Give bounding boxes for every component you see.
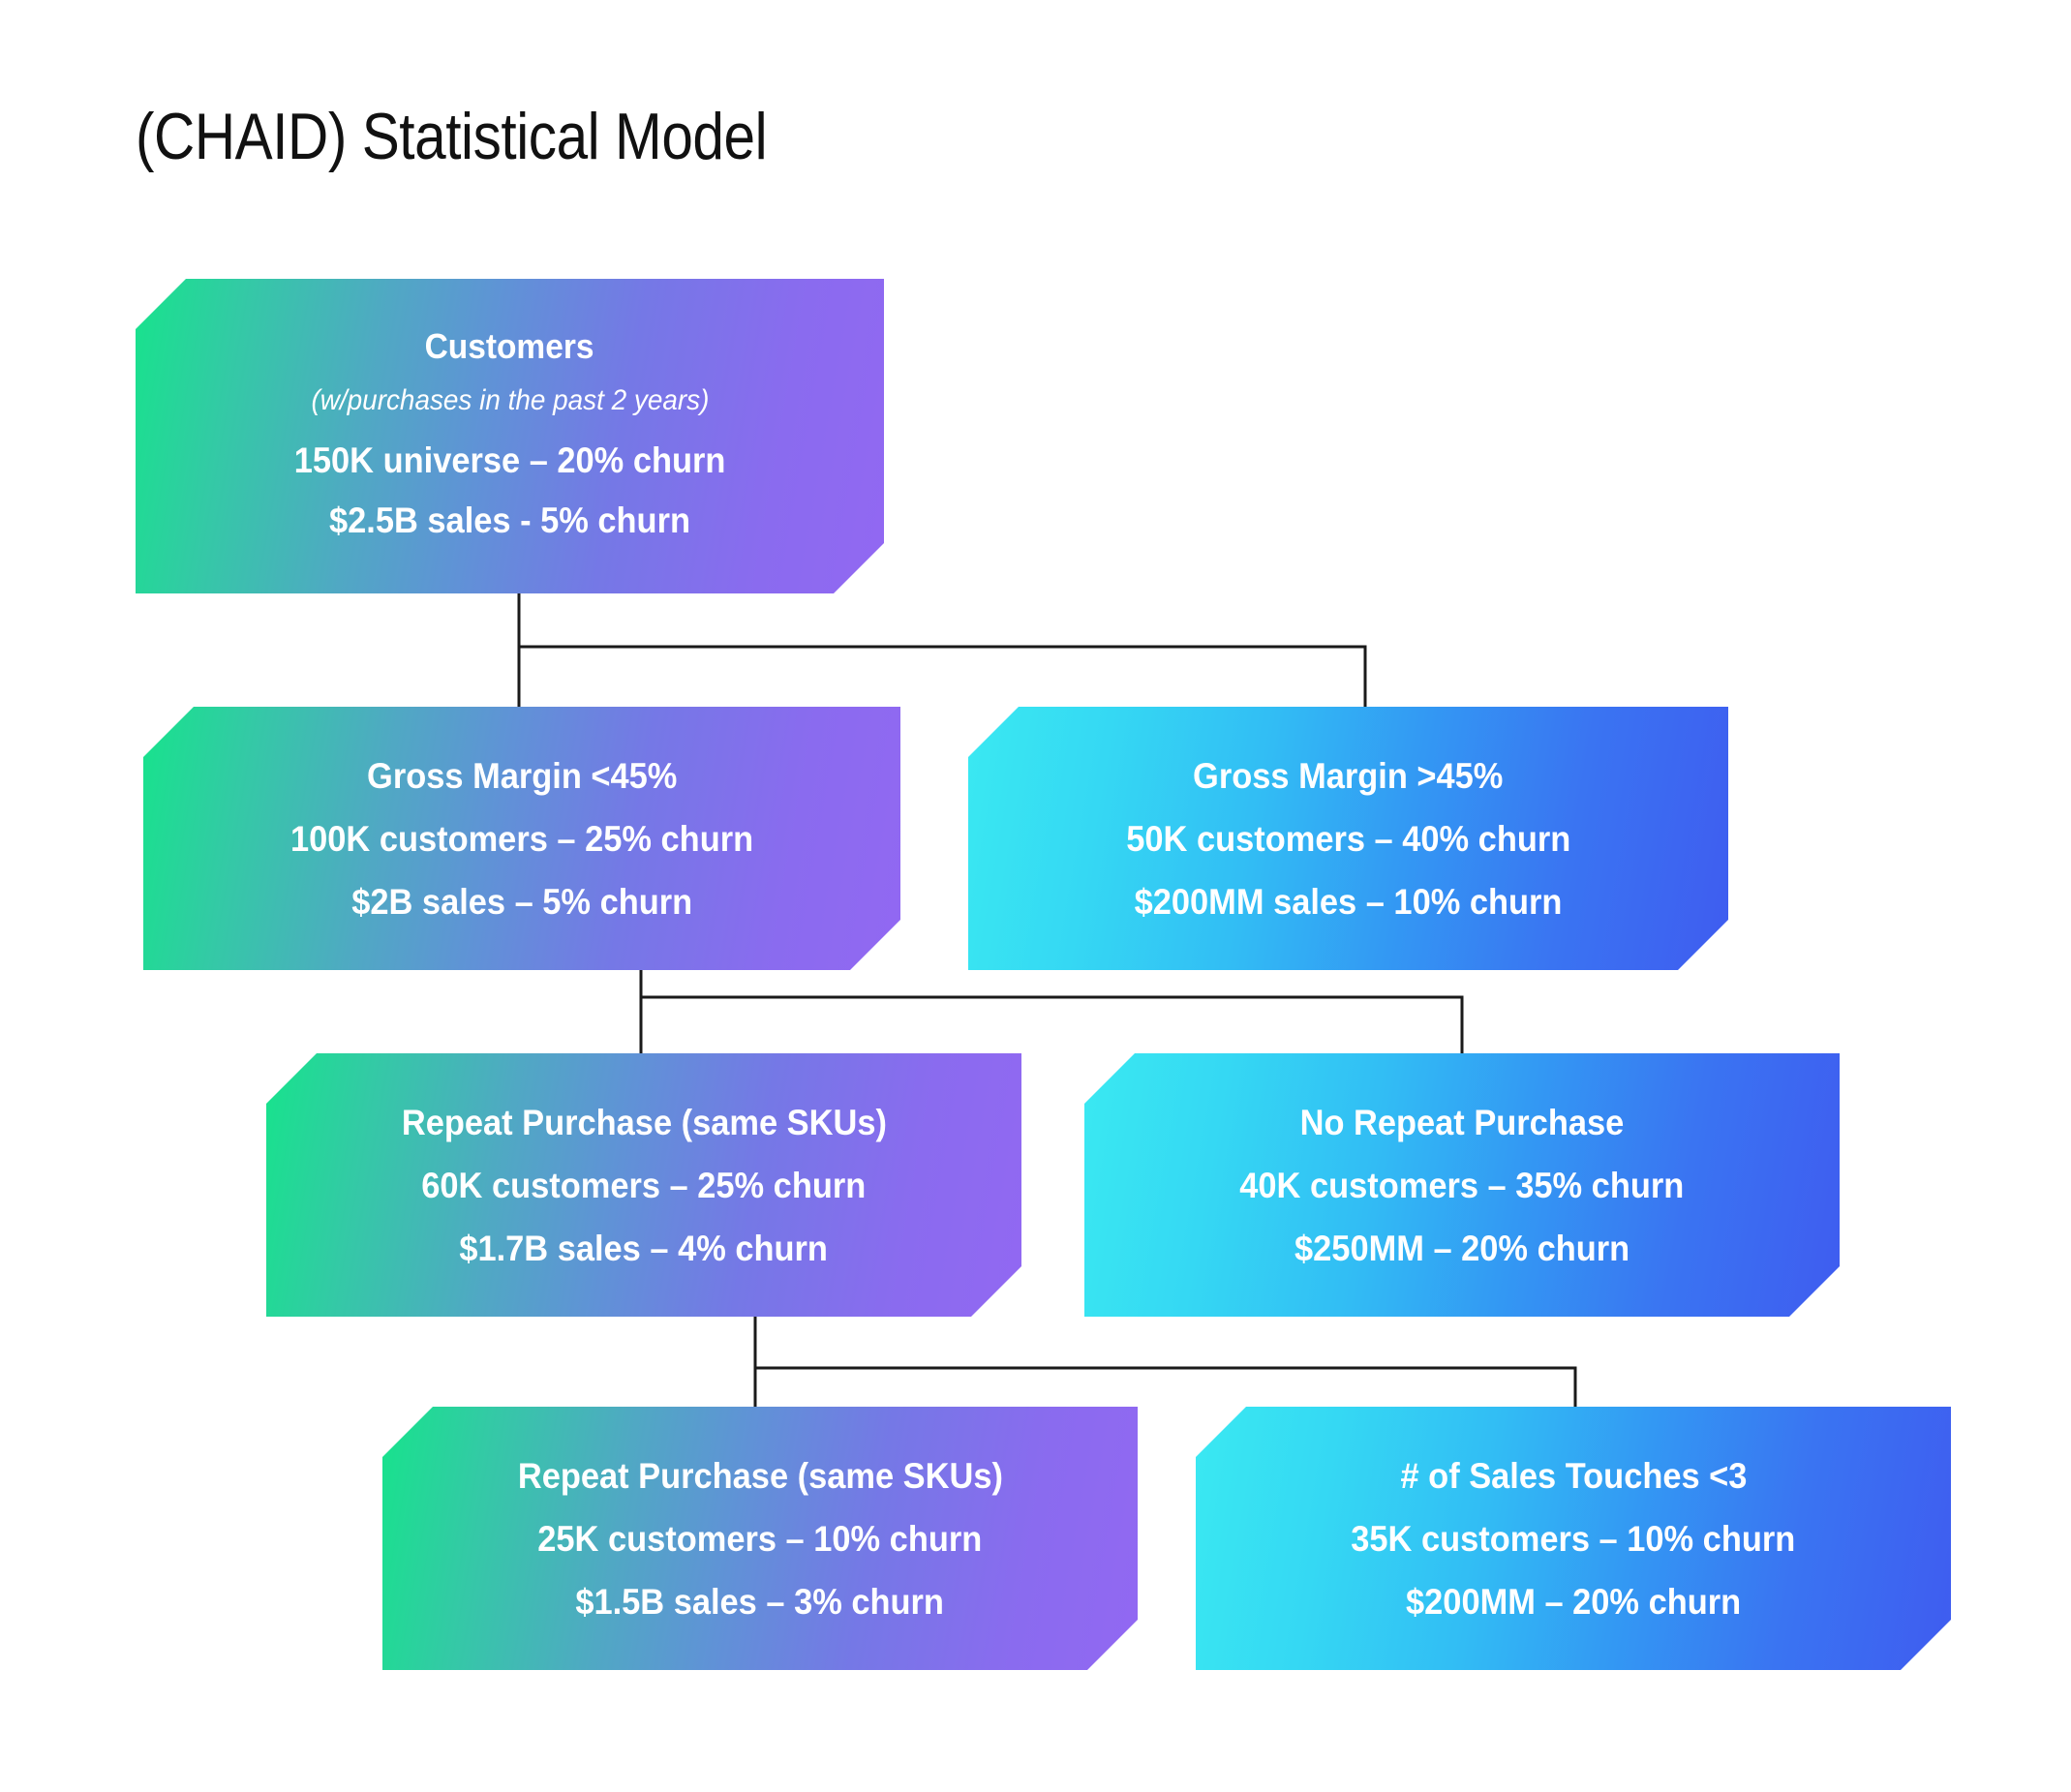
node-gross-margin-high-metric-2: $200MM sales – 10% churn [1134, 881, 1563, 922]
node-repeat-purchase-2-metric-1: 25K customers – 10% churn [537, 1518, 983, 1559]
page-title: (CHAID) Statistical Model [136, 100, 768, 173]
node-customers[interactable]: Customers (w/purchases in the past 2 yea… [136, 279, 884, 593]
node-sales-touches-metric-2: $200MM – 20% churn [1405, 1581, 1742, 1622]
node-sales-touches-heading: # of Sales Touches <3 [1400, 1455, 1747, 1496]
node-gross-margin-low-metric-2: $2B sales – 5% churn [351, 881, 692, 922]
node-repeat-purchase[interactable]: Repeat Purchase (same SKUs) 60K customer… [266, 1053, 1021, 1317]
node-customers-heading: Customers [425, 325, 594, 366]
node-customers-metric-1: 150K universe – 20% churn [293, 440, 726, 480]
node-gross-margin-low-heading: Gross Margin <45% [366, 755, 678, 796]
node-repeat-purchase-metric-2: $1.7B sales – 4% churn [459, 1228, 829, 1268]
node-gross-margin-low[interactable]: Gross Margin <45% 100K customers – 25% c… [143, 707, 900, 970]
node-repeat-purchase-2-heading: Repeat Purchase (same SKUs) [517, 1455, 1003, 1496]
node-repeat-purchase-metric-1: 60K customers – 25% churn [421, 1165, 867, 1205]
node-no-repeat-purchase[interactable]: No Repeat Purchase 40K customers – 35% c… [1084, 1053, 1840, 1317]
node-repeat-purchase-heading: Repeat Purchase (same SKUs) [401, 1102, 887, 1142]
node-no-repeat-purchase-heading: No Repeat Purchase [1299, 1102, 1625, 1142]
node-repeat-purchase-2[interactable]: Repeat Purchase (same SKUs) 25K customer… [382, 1407, 1138, 1670]
node-repeat-purchase-2-metric-2: $1.5B sales – 3% churn [575, 1581, 945, 1622]
node-gross-margin-high-metric-1: 50K customers – 40% churn [1125, 818, 1570, 859]
node-sales-touches[interactable]: # of Sales Touches <3 35K customers – 10… [1196, 1407, 1951, 1670]
node-no-repeat-purchase-metric-2: $250MM – 20% churn [1294, 1228, 1630, 1268]
node-no-repeat-purchase-metric-1: 40K customers – 35% churn [1239, 1165, 1685, 1205]
node-customers-metric-2: $2.5B sales - 5% churn [329, 500, 690, 540]
node-customers-subheading: (w/purchases in the past 2 years) [311, 383, 709, 416]
node-gross-margin-high[interactable]: Gross Margin >45% 50K customers – 40% ch… [968, 707, 1728, 970]
node-gross-margin-high-heading: Gross Margin >45% [1193, 755, 1504, 796]
node-gross-margin-low-metric-1: 100K customers – 25% churn [289, 818, 754, 859]
node-sales-touches-metric-1: 35K customers – 10% churn [1351, 1518, 1796, 1559]
